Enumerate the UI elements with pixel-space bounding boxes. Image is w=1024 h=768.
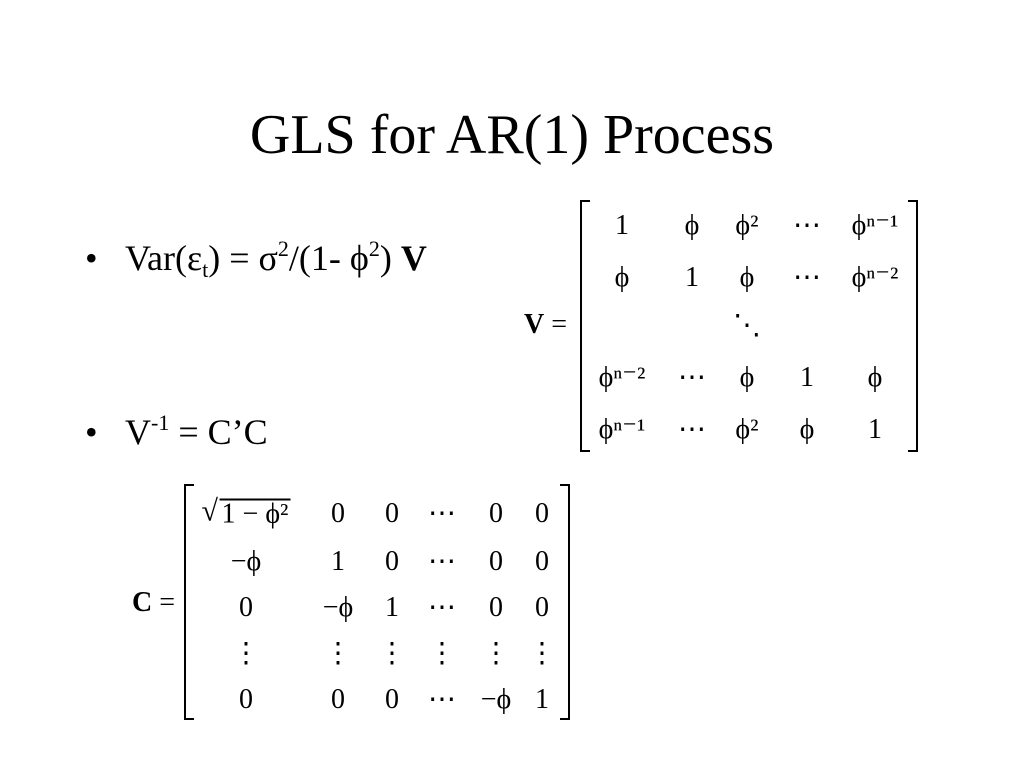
superscript-neg1: -1: [151, 410, 170, 435]
matrix-c-label: C =: [132, 586, 175, 620]
matrix-c-cell-r3-c1: 0: [239, 592, 253, 623]
matrix-c-cell-r5-c3: 0: [385, 684, 399, 715]
bullet-variance: •Var(εt) = σ2/(1- ϕ2) V: [85, 236, 427, 282]
matrix-v-cell-r1-c3: ϕ²: [735, 210, 759, 241]
superscript-2b: 2: [368, 236, 380, 261]
divisor-text: /(1- ϕ: [288, 238, 369, 278]
matrix-v-cell-r2-c1: ϕ: [614, 262, 630, 293]
matrix-c-cell-r3-c3: 1: [385, 592, 399, 623]
subscript-t: t: [202, 257, 209, 282]
matrix-c-cell-r1-c2: 0: [331, 498, 345, 529]
matrix-c-cell-r5-c4: ⋯: [428, 684, 456, 715]
matrix-c-cell-r1-c3: 0: [385, 498, 399, 529]
equals-cc: = C’C: [169, 412, 268, 452]
matrix-v-cell-r1-c5: ϕⁿ⁻¹: [851, 210, 899, 241]
matrix-v-cell-r4-c1: ϕⁿ⁻²: [598, 362, 646, 393]
matrix-v-label: V =: [524, 308, 567, 342]
matrix-v-cell-r5-c1: ϕⁿ⁻¹: [598, 414, 646, 445]
var-prefix: Var(: [125, 238, 187, 278]
matrix-v-cell-r2-c5: ϕⁿ⁻²: [851, 262, 899, 293]
matrix-c: √1 − ϕ² 0 0 ⋯ 0 0 −ϕ 1 0 ⋯ 0 0 0 −ϕ 1 ⋯ 0 0 ⋮ ⋮ ⋮ ⋮ ⋮ ⋮ 0 0 0 ⋯ −ϕ 1: [184, 484, 570, 720]
bullet-marker: •: [85, 412, 98, 452]
matrix-c-cell-r2-c6: 0: [535, 546, 549, 577]
matrix-c-cell-r1-c5: 0: [489, 498, 503, 529]
matrix-v-cell-r1-c1: 1: [615, 210, 629, 241]
matrix-c-cell-r4-c6: ⋮: [528, 638, 556, 669]
superscript-2: 2: [277, 236, 289, 261]
matrix-c-cell-r3-c6: 0: [535, 592, 549, 623]
matrix-c-cell-r4-c5: ⋮: [482, 638, 510, 669]
matrix-c-cell-r5-c5: −ϕ: [480, 684, 512, 715]
sqrt-icon: √: [201, 494, 218, 528]
close-paren: ): [379, 238, 401, 278]
matrix-c-equals: =: [152, 587, 176, 618]
matrix-c-cell-r3-c2: −ϕ: [322, 592, 354, 623]
matrix-c-cell-r1-c6: 0: [535, 498, 549, 529]
matrix-c-cell-r4-c3: ⋮: [378, 638, 406, 669]
matrix-v-cell-r4-c5: ϕ: [867, 362, 883, 393]
matrix-c-cell-r3-c5: 0: [489, 592, 503, 623]
matrix-c-name: C: [132, 587, 153, 618]
matrix-v-cell-r5-c2: ⋯: [678, 414, 706, 445]
matrix-v-cell-r4-c4: 1: [800, 362, 814, 393]
matrix-c-cell-r1-c4: ⋯: [428, 498, 456, 529]
matrix-c-cell-r2-c2: 1: [331, 546, 345, 577]
matrix-v-cell-r1-c4: ⋯: [793, 210, 821, 241]
matrix-v-cell-r5-c4: ϕ: [799, 414, 815, 445]
matrix-v-symbol: V: [400, 238, 427, 278]
matrix-v-cell-r2-c2: 1: [685, 262, 699, 293]
matrix-v-cell-r5-c5: 1: [868, 414, 882, 445]
matrix-c-cell-r5-c2: 0: [331, 684, 345, 715]
matrix-c-cell-r4-c2: ⋮: [324, 638, 352, 669]
matrix-v-cell-r4-c2: ⋯: [678, 362, 706, 393]
matrix-v-cell-r5-c3: ϕ²: [735, 414, 759, 445]
matrix-c-cell-r4-c1: ⋮: [232, 638, 260, 669]
matrix-v-cell-r1-c2: ϕ: [684, 210, 700, 241]
matrix-c-cell-r2-c3: 0: [385, 546, 399, 577]
matrix-c-cell-r5-c1: 0: [239, 684, 253, 715]
matrix-c-cell-r5-c6: 1: [535, 684, 549, 715]
v-symbol: V: [125, 412, 151, 452]
matrix-c-cell-r4-c4: ⋮: [428, 638, 456, 669]
matrix-c-cell-r2-c1: −ϕ: [230, 546, 262, 577]
matrix-v-name: V: [524, 309, 545, 340]
equals-sigma: ) = σ: [208, 238, 278, 278]
bullet-decomposition: • V-1 = C’C: [85, 410, 268, 454]
matrix-v-cell-r2-c4: ⋯: [793, 262, 821, 293]
matrix-v-cell-r2-c3: ϕ: [739, 262, 755, 293]
matrix-v: 1 ϕ ϕ² ⋯ ϕⁿ⁻¹ ϕ 1 ϕ ⋯ ϕⁿ⁻² ⋱ ϕⁿ⁻² ⋯ ϕ 1 ϕ ϕⁿ⁻¹ ⋯ ϕ² ϕ 1: [580, 200, 918, 452]
bullet-marker: •: [85, 238, 98, 278]
matrix-v-equals: =: [544, 309, 568, 340]
matrix-v-cell-r4-c3: ϕ: [739, 362, 755, 393]
epsilon-symbol: ε: [186, 238, 203, 278]
slide-title: GLS for AR(1) Process: [249, 104, 775, 166]
sqrt-content: 1 − ϕ²: [219, 498, 291, 530]
matrix-c-sqrt-cell: √1 − ϕ²: [201, 494, 291, 530]
matrix-c-cell-r2-c4: ⋯: [428, 546, 456, 577]
matrix-c-cell-r3-c4: ⋯: [428, 592, 456, 623]
matrix-v-cell-r3-c3: ⋱: [733, 310, 761, 341]
sqrt-expression: √1 − ϕ²: [201, 494, 291, 530]
matrix-c-cell-r2-c5: 0: [489, 546, 503, 577]
